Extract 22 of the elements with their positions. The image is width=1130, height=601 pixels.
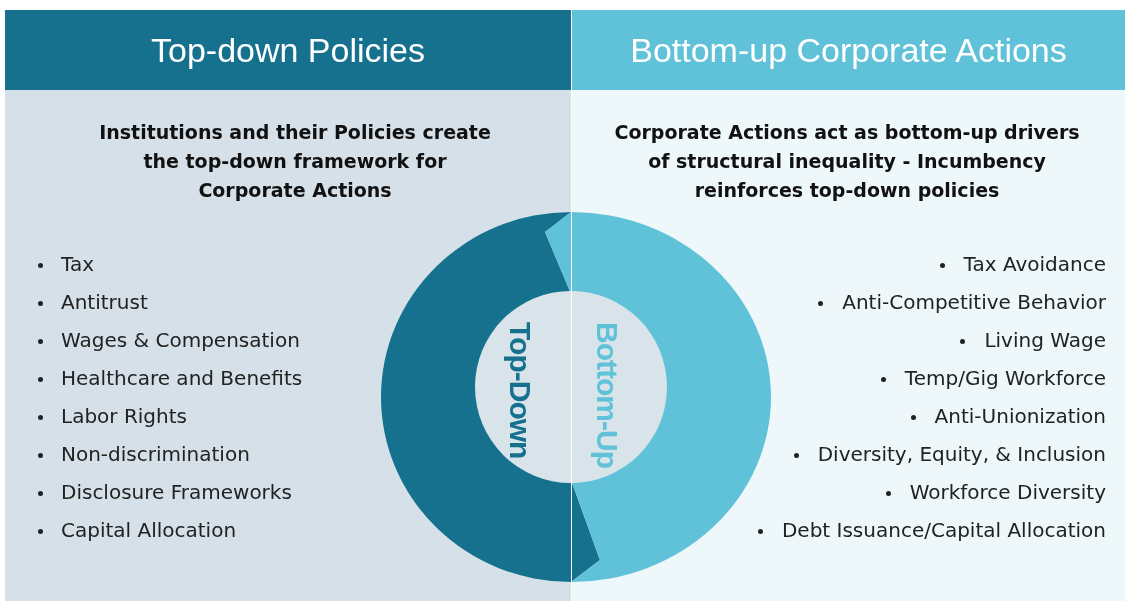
list-item: Temp/Gig Workforce (904, 366, 1106, 390)
list-item: Capital Allocation (61, 518, 237, 542)
text-panel (5, 10, 571, 601)
list-item: Disclosure Frameworks (61, 480, 292, 504)
list-item: Living Wage (984, 328, 1106, 352)
panel-header: Top-down Policies (5, 10, 571, 90)
list-item: Healthcare and Benefits (61, 366, 303, 390)
list-item: Non-discrimination (61, 442, 250, 466)
list-item: Anti-Unionization (934, 404, 1106, 428)
list-item: Debt Issuance/Capital Allocation (781, 518, 1106, 542)
list-item: Antitrust (61, 290, 148, 314)
panel-subtitle: Institutions and their Policies create the top-down framework for Corporate Actions (98, 120, 492, 203)
list-item: Anti-Competitive Behavior (842, 290, 1106, 314)
text-panel (572, 10, 1125, 601)
list-item: Workforce Diversity (909, 480, 1106, 504)
panel-header: Bottom-up Corporate Actions (572, 10, 1125, 90)
panel-subtitle: Corporate Actions act as bottom-up drivers of structural inequality - Incumbency reinforces top-down policies (613, 120, 1081, 203)
list-item: Tax (61, 252, 94, 276)
list-item: Diversity, Equity, & Inclusion (817, 442, 1106, 466)
list-item: Tax Avoidance (963, 252, 1106, 276)
list-item: Wages & Compensation (61, 328, 300, 352)
list-item: Labor Rights (61, 404, 187, 428)
